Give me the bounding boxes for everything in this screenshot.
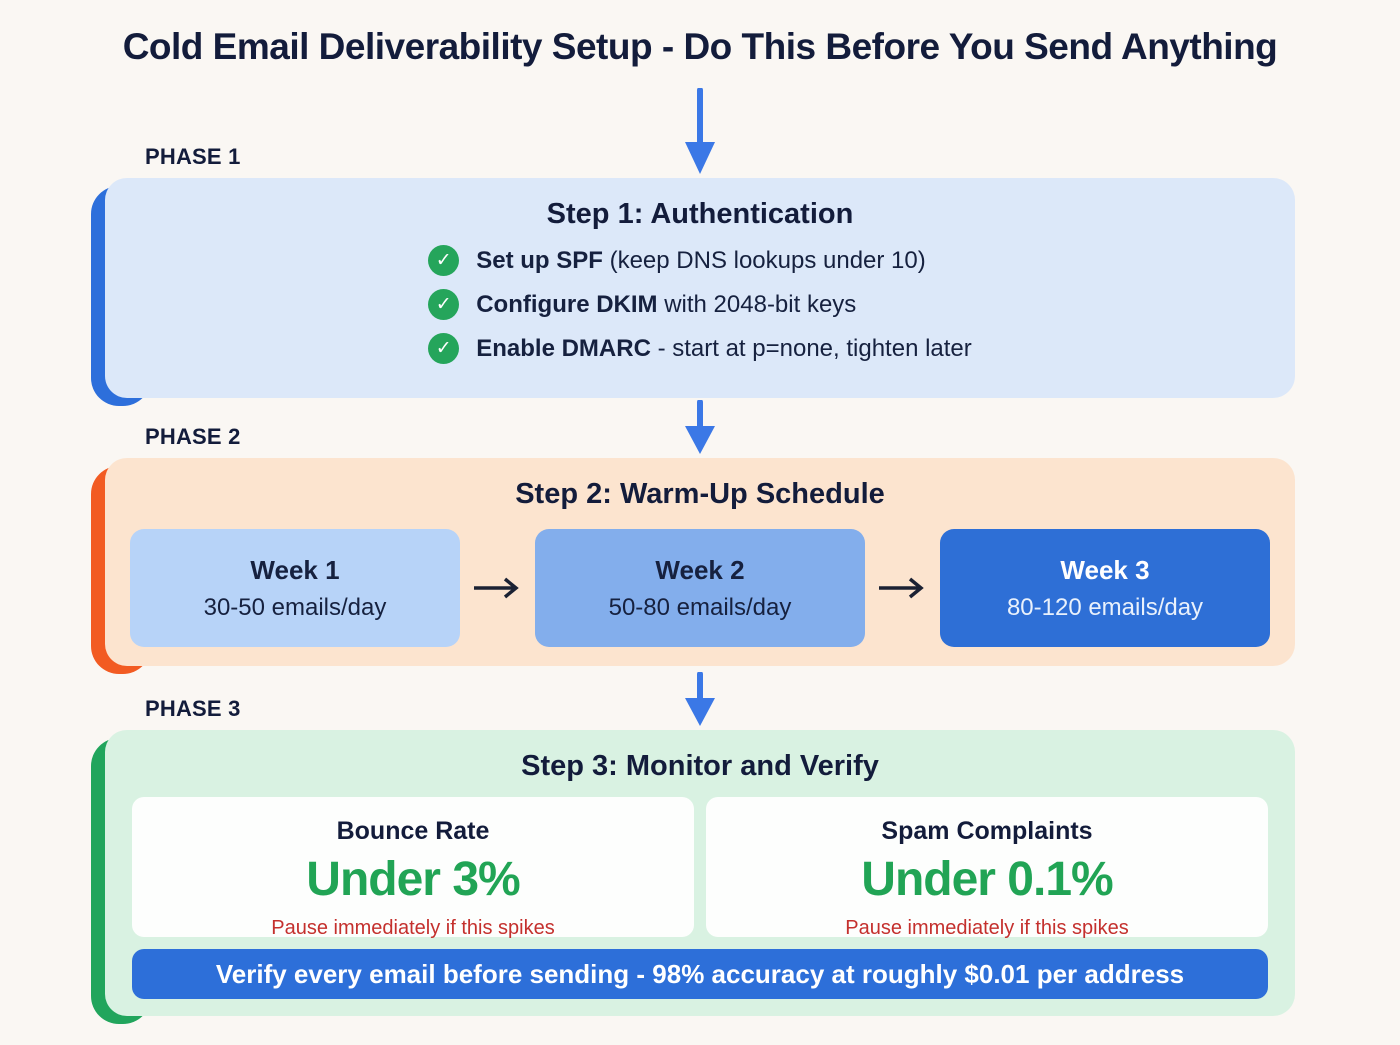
spam-complaints-title: Spam Complaints — [881, 817, 1093, 845]
week1-title: Week 1 — [250, 554, 340, 585]
bounce-rate-title: Bounce Rate — [336, 817, 490, 845]
phase2-box: Step 2: Warm-Up Schedule Week 1 30-50 em… — [91, 458, 1295, 674]
week2-title: Week 2 — [655, 554, 745, 585]
phase3-label: PHASE 3 — [145, 696, 241, 721]
phase1-checklist: ✓ Set up SPF (keep DNS lookups under 10)… — [428, 245, 972, 364]
phase3-heading: Step 3: Monitor and Verify — [521, 750, 879, 782]
right-arrow-icon — [875, 575, 931, 601]
checklist-item-text: Set up SPF (keep DNS lookups under 10) — [476, 247, 926, 275]
checklist-item: ✓ Set up SPF (keep DNS lookups under 10) — [428, 245, 972, 276]
title-block: Cold Email Deliverability Setup - Do Thi… — [0, 0, 1400, 68]
week1-volume: 30-50 emails/day — [203, 593, 387, 621]
spam-complaints-value: Under 0.1% — [861, 853, 1113, 906]
check-icon: ✓ — [428, 245, 460, 276]
check-icon: ✓ — [428, 333, 460, 364]
phase1-box: Step 1: Authentication ✓ Set up SPF (kee… — [91, 178, 1295, 406]
phase3-box: Step 3: Monitor and Verify Bounce Rate U… — [91, 730, 1295, 1024]
checklist-item-rest: - start at p=none, tighten later — [650, 334, 972, 362]
phase2-content: Step 2: Warm-Up Schedule Week 1 30-50 em… — [105, 458, 1295, 666]
checklist-item-text: Enable DMARC - start at p=none, tighten … — [476, 335, 972, 363]
checklist-item-bold: Enable DMARC — [476, 334, 651, 362]
metrics-row: Bounce Rate Under 3% Pause immediately i… — [105, 797, 1295, 939]
phase3-content: Step 3: Monitor and Verify Bounce Rate U… — [105, 730, 1295, 1016]
spam-complaints-card: Spam Complaints Under 0.1% Pause immedia… — [706, 797, 1268, 939]
week3-title: Week 3 — [1060, 554, 1150, 585]
bounce-rate-caution: Pause immediately if this spikes — [271, 917, 555, 939]
checklist-item-text: Configure DKIM with 2048-bit keys — [476, 291, 856, 319]
checklist-item: ✓ Enable DMARC - start at p=none, tighte… — [428, 333, 972, 364]
week2-volume: 50-80 emails/day — [608, 593, 792, 621]
week2-card: Week 2 50-80 emails/day — [535, 529, 865, 647]
flow-gap-1: PHASE 1 — [105, 68, 1295, 178]
phase2-label: PHASE 2 — [145, 424, 241, 449]
week3-card: Week 3 80-120 emails/day — [940, 529, 1270, 647]
week1-card: Week 1 30-50 emails/day — [130, 529, 460, 647]
verify-banner: Verify every email before sending - 98% … — [132, 949, 1268, 999]
phase1-label: PHASE 1 — [145, 144, 241, 169]
checklist-item-rest: with 2048-bit keys — [657, 290, 857, 318]
phase2-heading: Step 2: Warm-Up Schedule — [515, 478, 885, 510]
warmup-weeks-row: Week 1 30-50 emails/day Week 2 50-80 ema… — [105, 529, 1295, 647]
down-arrow-icon — [685, 88, 715, 174]
phase1-heading: Step 1: Authentication — [546, 198, 854, 230]
flow-gap-3: PHASE 3 — [105, 666, 1295, 730]
right-arrow-icon — [470, 575, 526, 601]
week3-volume: 80-120 emails/day — [1006, 593, 1204, 621]
checklist-item-bold: Configure DKIM — [476, 290, 658, 318]
checklist-item-bold: Set up SPF — [476, 246, 603, 274]
flow-gap-2: PHASE 2 — [105, 398, 1295, 458]
down-arrow-icon — [685, 400, 715, 454]
check-icon: ✓ — [428, 289, 460, 320]
page-title: Cold Email Deliverability Setup - Do Thi… — [122, 26, 1278, 67]
checklist-item-rest: (keep DNS lookups under 10) — [602, 246, 926, 274]
bounce-rate-value: Under 3% — [306, 853, 520, 906]
spam-complaints-caution: Pause immediately if this spikes — [845, 917, 1129, 939]
bounce-rate-card: Bounce Rate Under 3% Pause immediately i… — [132, 797, 694, 939]
checklist-item: ✓ Configure DKIM with 2048-bit keys — [428, 289, 972, 320]
phase1-content: Step 1: Authentication ✓ Set up SPF (kee… — [105, 178, 1295, 398]
down-arrow-icon — [685, 672, 715, 726]
